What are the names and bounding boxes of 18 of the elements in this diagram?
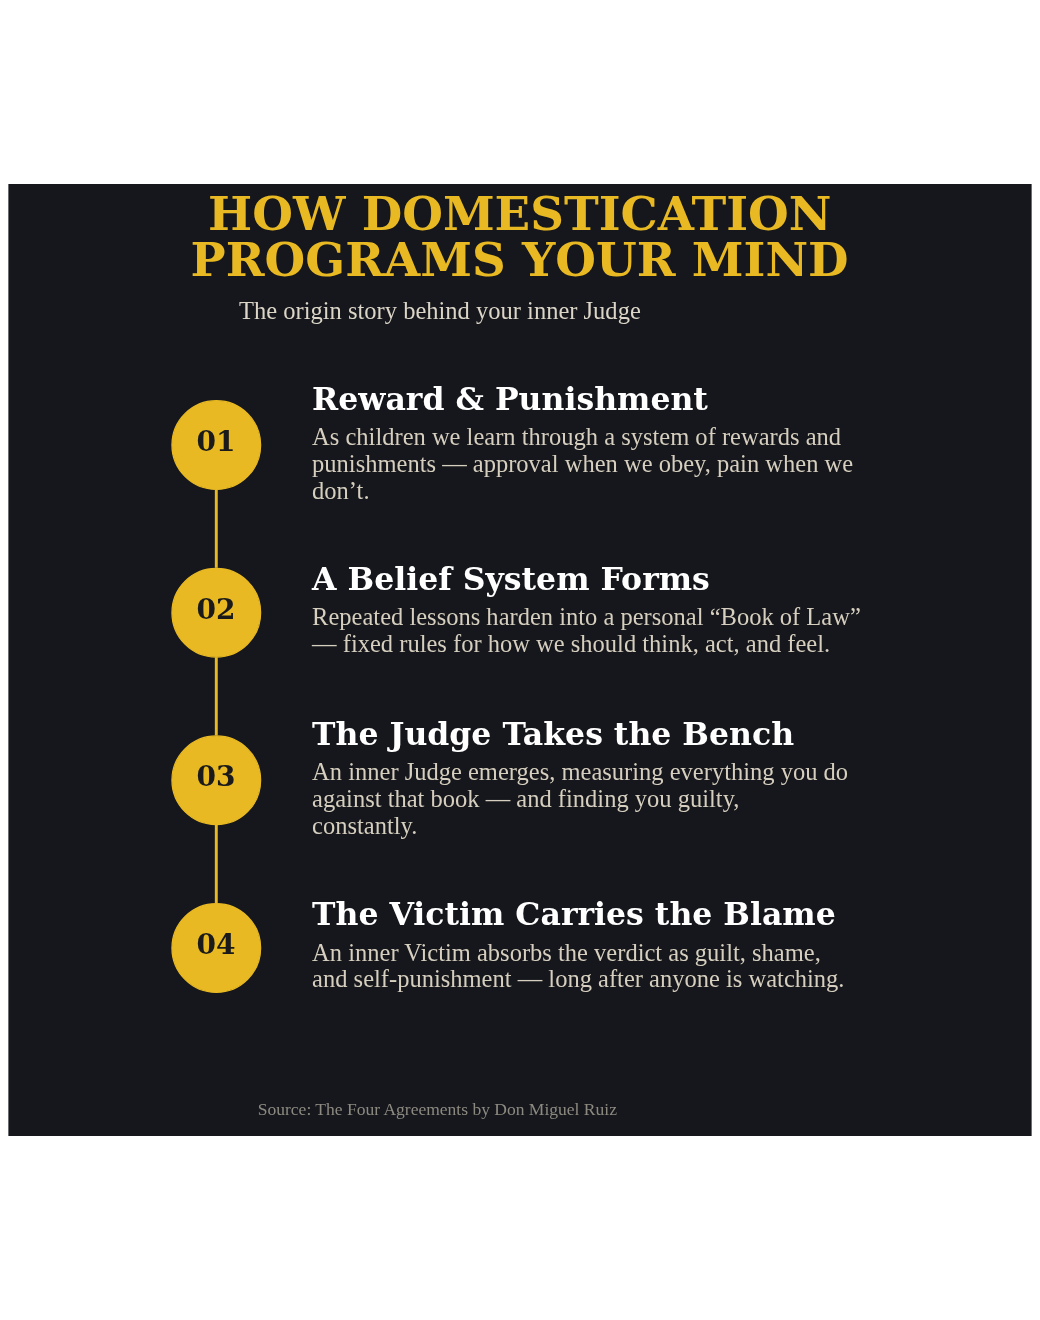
node-circle: 03 [171, 735, 262, 826]
label: The origin story behind your inner Judge [239, 297, 641, 325]
caption: Source: The Four Agreements by Don Miguel Ruiz [257, 1098, 617, 1119]
node-label: The Victim Carries the Blame [312, 895, 836, 933]
connector [214, 489, 218, 568]
node-label: Repeated lessons harden into a personal “Book of Law” — fixed rules for how we should think, act, and feel. [312, 603, 861, 658]
node-label: As children we learn through a system of rewards and punishments — approval when we obey, pain when we don’t. [312, 422, 854, 504]
connector [214, 824, 218, 904]
node-label: Reward & Punishment [312, 379, 708, 417]
node-circle: 01 [171, 400, 262, 491]
diagram-title: HOW DOMESTICATION PROGRAMS YOUR MIND [190, 185, 849, 288]
node-circle: 02 [171, 567, 262, 658]
connector [214, 657, 218, 736]
node-label: A Belief System Forms [312, 560, 710, 598]
node-label: An inner Victim absorbs the verdict as guilt, shame, and self-punishment — long after anyone is watching. [312, 938, 845, 993]
node-label: An inner Judge emerges, measuring everything you do against that book — and finding you guilty, constantly. [312, 758, 849, 839]
node-circle: 04 [171, 902, 262, 993]
node-label: The Judge Takes the Bench [312, 714, 795, 752]
